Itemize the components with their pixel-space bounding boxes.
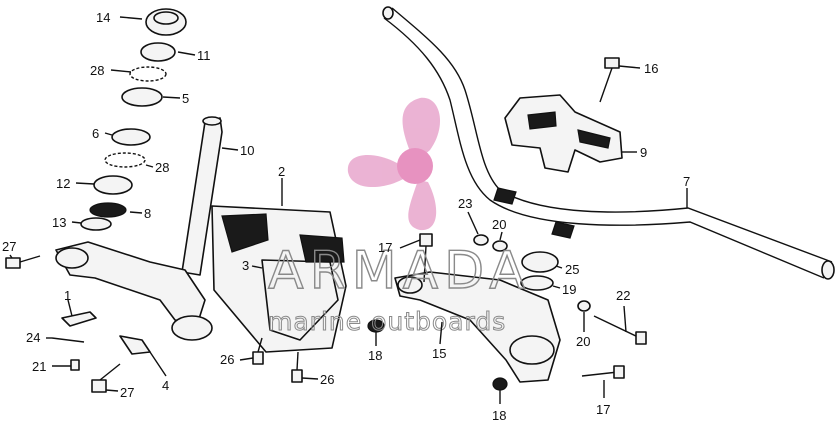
bracket-3 xyxy=(261,234,345,341)
callout-label: 20 xyxy=(492,217,506,232)
washer-20-top xyxy=(492,240,508,252)
callout-label: 27 xyxy=(120,385,134,400)
callout-label: 21 xyxy=(32,359,46,374)
callout-label: 28 xyxy=(155,160,169,175)
callout-label: 28 xyxy=(90,63,104,78)
callout-label: 23 xyxy=(458,196,472,211)
bolt-17-top xyxy=(419,233,433,283)
callout-label: 24 xyxy=(26,330,40,345)
callout-label: 18 xyxy=(492,408,506,423)
cable-guide-24 xyxy=(51,337,85,343)
washer-19 xyxy=(520,275,554,291)
steering-stem xyxy=(181,116,223,276)
callout-label: 11 xyxy=(197,48,211,63)
callout-label: 15 xyxy=(432,346,446,361)
bracket-4 xyxy=(119,335,151,355)
damper-25 xyxy=(521,251,559,273)
bolt-17-bottom xyxy=(581,365,625,379)
bolt-27-left xyxy=(5,255,41,269)
bolt-27-bottom xyxy=(91,363,121,393)
callout-label: 16 xyxy=(644,61,658,76)
callout-label: 6 xyxy=(92,126,99,141)
washer-23 xyxy=(473,234,489,246)
callout-label: 2 xyxy=(278,164,285,179)
callout-label: 20 xyxy=(576,334,590,349)
callout-label: 7 xyxy=(683,174,690,189)
watermark-text: ARMADA marine outboards xyxy=(267,240,531,336)
callout-label: 3 xyxy=(242,258,249,273)
watermark-logo xyxy=(347,97,441,231)
screw-21 xyxy=(70,359,80,371)
callout-label: 9 xyxy=(640,145,647,160)
callout-label: 13 xyxy=(52,215,66,230)
callout-label: 26 xyxy=(320,372,334,387)
watermark-brand: ARMADA xyxy=(268,241,531,301)
callout-label: 8 xyxy=(144,206,151,221)
lower-bracket xyxy=(55,241,213,341)
callout-label: 4 xyxy=(162,378,169,393)
callout-label: 1 xyxy=(64,288,71,303)
clamp-1 xyxy=(61,311,97,327)
callout-label: 25 xyxy=(565,262,579,277)
upper-holder xyxy=(504,94,623,173)
watermark-tagline: marine outboards xyxy=(268,307,506,336)
callout-label: 19 xyxy=(562,282,576,297)
bolt-16 xyxy=(599,57,620,103)
callout-label: 17 xyxy=(596,402,610,417)
handlebar xyxy=(382,6,835,280)
callout-label: 18 xyxy=(368,348,382,363)
bearing-stack xyxy=(80,8,187,231)
callout-label: 22 xyxy=(616,288,630,303)
callout-label: 17 xyxy=(378,240,392,255)
callout-label: 14 xyxy=(96,10,110,25)
callout-label: 27 xyxy=(2,239,16,254)
callout-labels: 14 11 28 5 6 10 28 12 8 13 27 1 24 21 27… xyxy=(2,10,690,423)
nut-18-bottom xyxy=(492,377,508,391)
callout-label: 5 xyxy=(182,91,189,106)
top-bridge xyxy=(394,271,561,383)
callout-label: 10 xyxy=(240,143,254,158)
callout-label: 26 xyxy=(220,352,234,367)
washer-20-right xyxy=(577,300,591,312)
bolt-26-b xyxy=(291,351,303,383)
callout-label: 12 xyxy=(56,176,70,191)
callout-leaders xyxy=(9,16,688,404)
bolt-22 xyxy=(593,315,647,345)
